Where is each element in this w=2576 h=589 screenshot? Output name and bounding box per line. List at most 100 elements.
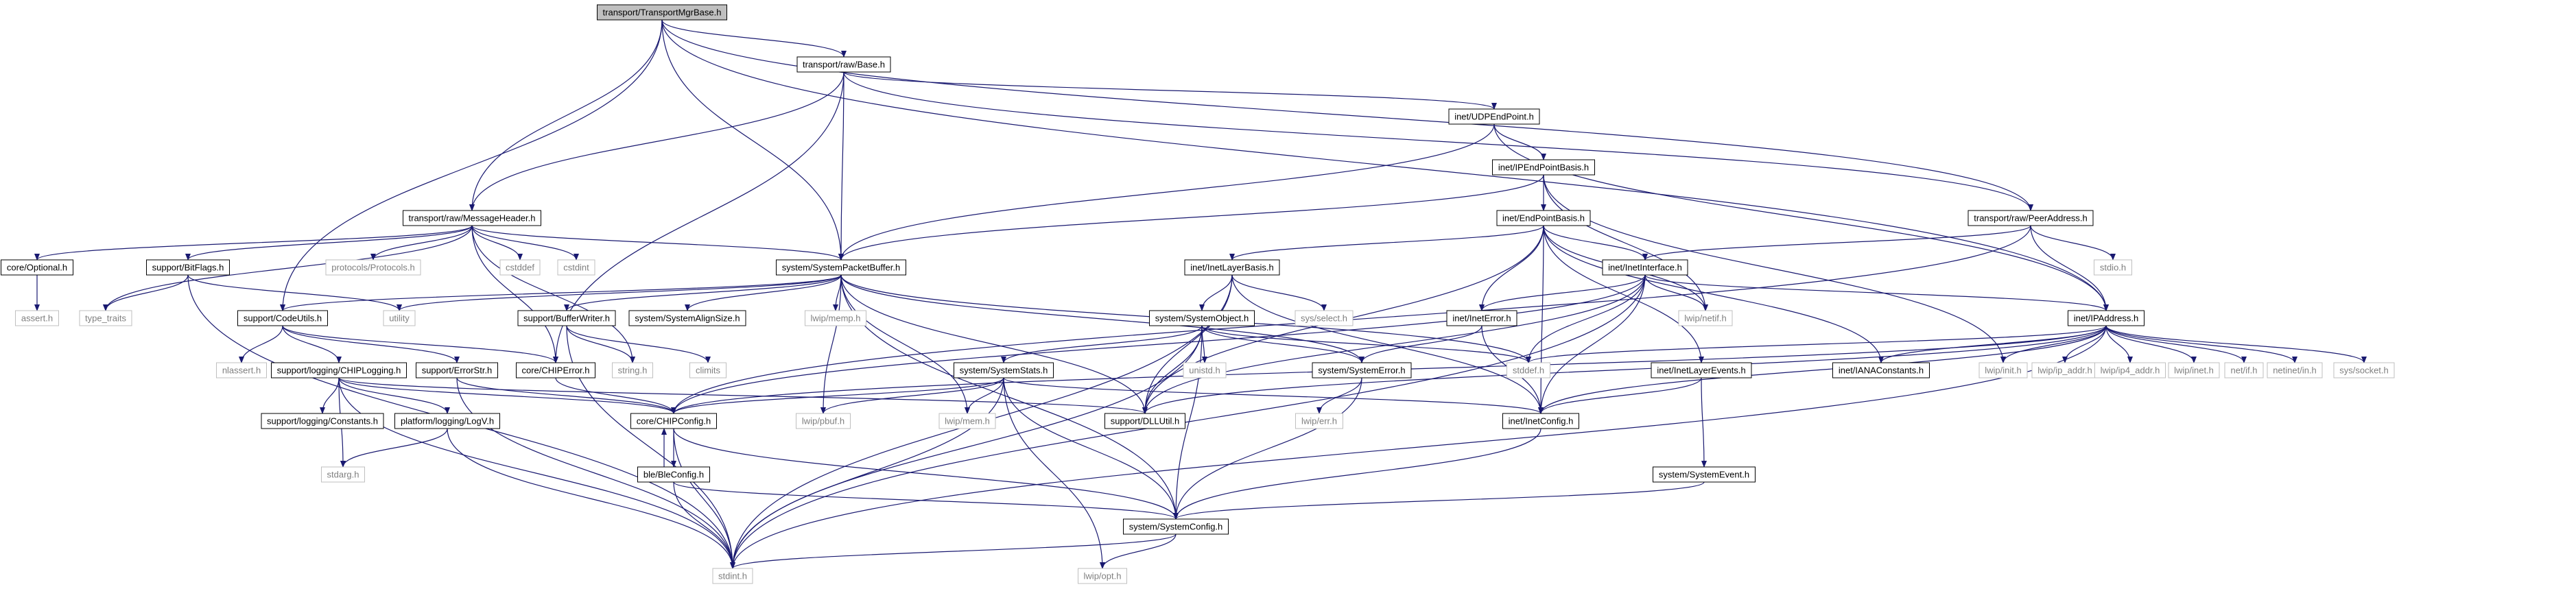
node-label: lwip/mem.h <box>945 416 990 426</box>
node-support-bitflags-h[interactable]: support/BitFlags.h <box>146 259 230 276</box>
node-support-logging-constants-h[interactable]: support/logging/Constants.h <box>261 413 384 429</box>
node-core-chiperror-h[interactable]: core/CHIPError.h <box>516 362 595 378</box>
node-label: inet/InetLayerBasis.h <box>1190 262 1273 272</box>
node-inet-inetconfig-h[interactable]: inet/InetConfig.h <box>1502 413 1579 429</box>
edge-iif-to-dllutil <box>1142 274 1646 414</box>
edge-ipaddr-to-netif <box>2105 325 2247 363</box>
node-netinet-in-h: netinet/in.h <box>2267 362 2323 378</box>
edge-iif-to-inetconfig <box>1538 274 1646 414</box>
node-stddef-h: stddef.h <box>1506 362 1550 378</box>
node-label: type_traits <box>85 313 126 323</box>
node-box <box>516 362 595 378</box>
node-label: inet/IPEndPointBasis.h <box>1498 162 1589 172</box>
node-label: stdarg.h <box>327 469 359 479</box>
node-inet-ineterror-h[interactable]: inet/InetError.h <box>1446 310 1517 326</box>
edge-msghdr-to-protocols <box>370 225 473 261</box>
edge-sysstats-to-sysconfig <box>1003 377 1179 520</box>
node-box <box>805 310 866 326</box>
node-label: inet/InetLayerEvents.h <box>1657 365 1745 375</box>
node-inet-inetinterface-h[interactable]: inet/InetInterface.h <box>1602 259 1688 276</box>
node-transport-raw-peeraddress-h[interactable]: transport/raw/PeerAddress.h <box>1968 210 2094 226</box>
edge-chipconfig-to-stdint <box>673 428 735 569</box>
node-label: lwip/pbuf.h <box>802 416 844 426</box>
node-box <box>271 362 407 378</box>
edge-iif-to-chipconfig <box>671 274 1646 414</box>
node-support-codeutils-h[interactable]: support/CodeUtils.h <box>237 310 328 326</box>
edge-bleconfig-to-stdint <box>673 481 735 569</box>
node-box <box>2267 362 2323 378</box>
node-inet-endpointbasis-h[interactable]: inet/EndPointBasis.h <box>1496 210 1591 226</box>
node-support-dllutil-h[interactable]: support/DLLUtil.h <box>1104 413 1185 429</box>
edge-logv-to-stdarg <box>340 428 448 468</box>
node-system-systemstats-h[interactable]: system/SystemStats.h <box>954 362 1054 378</box>
edge-ipaddr-to-syssocket <box>2105 325 2367 363</box>
node-box <box>1492 159 1595 176</box>
node-support-bufferwriter-h[interactable]: support/BufferWriter.h <box>517 310 616 326</box>
edge-udp-to-ipepb <box>1493 123 1546 160</box>
node-system-systemalignsize-h[interactable]: system/SystemAlignSize.h <box>628 310 746 326</box>
node-core-chipconfig-h[interactable]: core/CHIPConfig.h <box>630 413 717 429</box>
node-type-traits: type_traits <box>79 310 132 326</box>
node-box <box>1104 413 1185 429</box>
edge-sysstats-to-lwipmem <box>965 377 1004 414</box>
node-core-optional-h[interactable]: core/Optional.h <box>1 259 73 276</box>
node-transport-transportmgrbase-h[interactable]: transport/TransportMgrBase.h <box>597 4 727 21</box>
edge-rawbase-to-peeraddr <box>843 71 2033 211</box>
node-label: cstddef <box>506 262 534 272</box>
node-label: system/SystemError.h <box>1318 365 1405 375</box>
node-label: system/SystemObject.h <box>1155 313 1249 323</box>
node-support-errorstr-h[interactable]: support/ErrorStr.h <box>416 362 498 378</box>
node-box <box>2068 310 2144 326</box>
node-system-systemevent-h[interactable]: system/SystemEvent.h <box>1653 466 1756 483</box>
node-transport-raw-base-h[interactable]: transport/raw/Base.h <box>796 56 891 73</box>
node-label: inet/InetConfig.h <box>1509 416 1574 426</box>
edge-sysobj-to-syserror <box>1201 325 1364 363</box>
node-support-logging-chiplogging-h[interactable]: support/logging/CHIPLogging.h <box>271 362 407 378</box>
edge-peeraddr-to-ipaddr <box>2030 225 2109 311</box>
node-box <box>1149 310 1255 326</box>
node-system-systemerror-h[interactable]: system/SystemError.h <box>1312 362 1412 378</box>
node-label: ble/BleConfig.h <box>643 469 704 479</box>
node-box <box>416 362 498 378</box>
node-inet-inetlayerevents-h[interactable]: inet/InetLayerEvents.h <box>1651 362 1752 378</box>
node-inet-inetlayerbasis-h[interactable]: inet/InetLayerBasis.h <box>1184 259 1280 276</box>
node-inet-udpendpoint-h[interactable]: inet/UDPEndPoint.h <box>1448 108 1540 125</box>
node-lwip-ip-addr-h: lwip/ip_addr.h <box>2031 362 2099 378</box>
node-box <box>2333 362 2395 378</box>
node-box <box>517 310 616 326</box>
edge-ipaddr-to-stdint <box>730 325 2107 569</box>
edge-chipconfig-to-sysconfig <box>673 428 1179 520</box>
node-unistd-h: unistd.h <box>1183 362 1227 378</box>
node-label: transport/raw/PeerAddress.h <box>1974 213 2087 223</box>
edge-syspkt-to-syserror <box>840 274 1364 363</box>
node-box <box>637 466 710 483</box>
edge-inetconfig-to-sysconfig <box>1173 428 1541 520</box>
node-lwip-memp-h: lwip/memp.h <box>805 310 866 326</box>
node-system-systemobject-h[interactable]: system/SystemObject.h <box>1149 310 1255 326</box>
edge-syspkt-to-utility <box>397 274 842 311</box>
node-box <box>796 56 891 73</box>
edge-peeraddr-to-iif <box>1642 225 2031 261</box>
node-ble-bleconfig-h[interactable]: ble/BleConfig.h <box>637 466 710 483</box>
edge-sysstats-to-lwippbuf <box>820 377 1004 414</box>
node-inet-ipaddress-h[interactable]: inet/IPAddress.h <box>2068 310 2144 326</box>
node-label: support/DLLUtil.h <box>1111 416 1179 426</box>
node-system-systemconfig-h[interactable]: system/SystemConfig.h <box>1123 518 1229 535</box>
edge-iif-to-stddef <box>1526 274 1646 363</box>
node-box <box>1078 568 1127 584</box>
node-system-systempacketbuffer-h[interactable]: system/SystemPacketBuffer.h <box>776 259 906 276</box>
edge-sysstats-to-stdint <box>730 377 1004 569</box>
node-transport-raw-messageheader-h[interactable]: transport/raw/MessageHeader.h <box>403 210 541 226</box>
node-box <box>1312 362 1412 378</box>
node-platform-logging-logv-h[interactable]: platform/logging/LogV.h <box>394 413 500 429</box>
node-cstddef: cstddef <box>499 259 541 276</box>
node-box <box>628 310 746 326</box>
node-box <box>1832 362 1930 378</box>
node-box <box>1968 210 2094 226</box>
node-label: system/SystemEvent.h <box>1659 469 1749 479</box>
node-inet-ipendpointbasis-h[interactable]: inet/IPEndPointBasis.h <box>1492 159 1595 176</box>
edge-ipaddr-to-lwipipaddr <box>2062 325 2107 363</box>
node-inet-ianaconstants-h[interactable]: inet/IANAConstants.h <box>1832 362 1930 378</box>
node-box <box>689 362 726 378</box>
edge-bitflags-to-utility <box>187 274 402 311</box>
